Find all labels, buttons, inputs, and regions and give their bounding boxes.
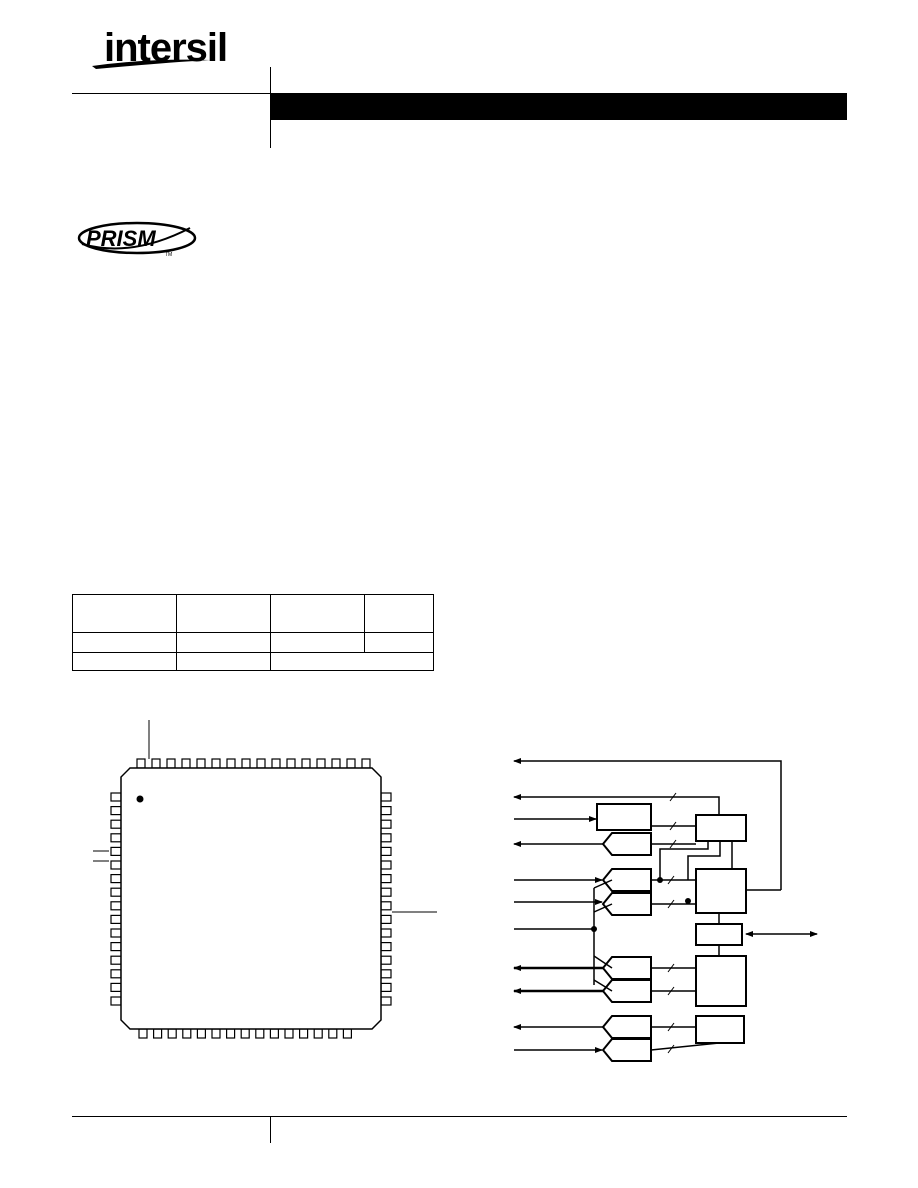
pin1-dot [136, 795, 144, 803]
ordering-table [72, 594, 434, 671]
prism-trademark: TM [165, 252, 172, 258]
signal-line [687, 841, 721, 880]
signal-line [593, 979, 613, 992]
signal-line [659, 841, 709, 880]
footer-divider [270, 1116, 271, 1143]
block-box [695, 1015, 745, 1044]
bus-slash [667, 875, 675, 885]
bus-slash [669, 792, 677, 802]
buffer-shape [601, 1015, 652, 1039]
signal-line [593, 903, 613, 913]
prism-logo-text: PRISM [86, 226, 156, 251]
block-box [695, 955, 747, 1007]
table-cell [270, 652, 434, 671]
junction-dot [591, 926, 597, 932]
buffer-shape [601, 868, 652, 892]
header-rule-left [72, 93, 271, 94]
bus-slash [667, 899, 675, 909]
signal-line [513, 794, 720, 815]
buffer-shape [601, 1038, 652, 1062]
bus-slash [669, 821, 677, 831]
bus-slash [667, 963, 675, 973]
table-row [72, 652, 434, 671]
bus-slash [667, 1044, 675, 1054]
header-divider [270, 67, 271, 148]
package-outline [120, 767, 382, 1030]
block-box [596, 803, 652, 831]
buffer-shape [601, 956, 652, 980]
title-bar [271, 93, 847, 120]
prism-logo: PRISM TM [77, 221, 197, 258]
table-row [72, 632, 434, 653]
buffer-shape [601, 832, 652, 856]
signal-line [593, 879, 613, 889]
footer-rule [72, 1116, 847, 1117]
bus-slash [669, 839, 677, 849]
signal-line [650, 1042, 720, 1051]
bus-slash [667, 986, 675, 996]
buffer-shape [601, 892, 652, 916]
junction-dot [657, 877, 663, 883]
block-box [695, 868, 747, 914]
signal-line [513, 758, 782, 890]
buffer-shape [601, 979, 652, 1003]
block-box [695, 923, 743, 946]
signal-line [593, 955, 613, 969]
block-box [695, 814, 747, 842]
bus-slash [667, 1022, 675, 1032]
junction-dot [685, 898, 691, 904]
